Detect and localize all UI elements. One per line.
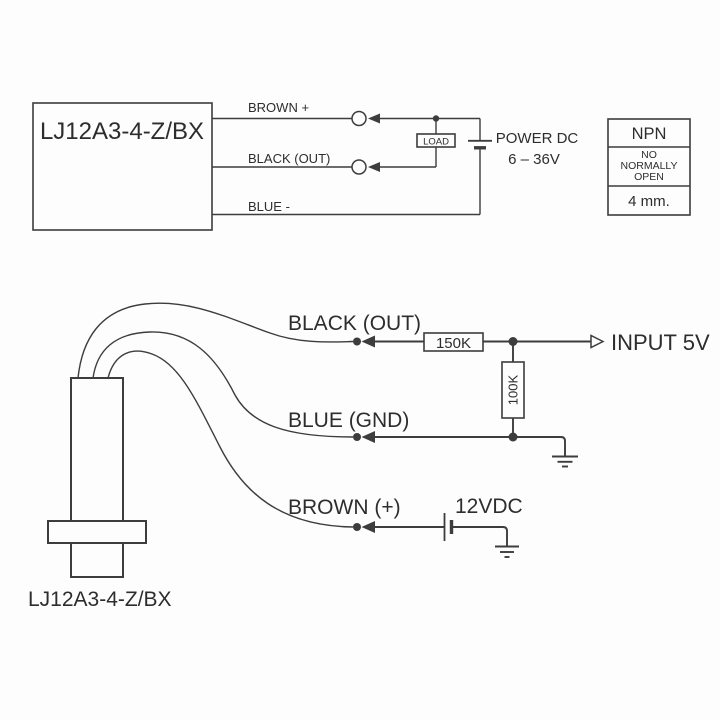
npn-mode-line-1: NO [641, 149, 657, 161]
black-arrow-icon [368, 162, 380, 172]
brown-supply-branch: BROWN (+) 12VDC [288, 495, 523, 558]
gnd-wire [375, 436, 566, 456]
blue-gnd-branch: BLUE (GND) [288, 409, 578, 468]
input-arrow-icon [590, 334, 605, 349]
black-wire-label: BLACK (OUT) [248, 151, 330, 166]
sensor-tip [70, 542, 124, 578]
black-terminal-icon [351, 159, 367, 175]
power-range-label: 6 – 36V [508, 151, 560, 168]
sensor-barrel [70, 377, 124, 522]
supply-ground-icon [495, 545, 519, 558]
bottom-wiring-drawing: LJ12A3-4-Z/BX BLACK (OUT) 150K INPUT 5V … [28, 302, 710, 611]
supply-label: 12VDC [455, 495, 523, 518]
sensor-body [47, 377, 147, 578]
black-out-branch: BLACK (OUT) 150K INPUT 5V [288, 312, 710, 355]
npn-spec-table: NPN NO NORMALLY OPEN 4 mm. [607, 118, 691, 216]
pulldown-branch: 100K [501, 341, 525, 442]
series-resistor-label: 150K [436, 335, 471, 352]
blue-wire-label: BLUE - [248, 199, 290, 214]
blue-lead-label: BLUE (GND) [288, 409, 409, 432]
npn-mode-line-2: NORMALLY [621, 160, 678, 172]
black-lead-curve [77, 302, 354, 379]
brown-terminal-icon [351, 110, 367, 127]
brown-lead-curve [107, 350, 354, 528]
npn-type-cell: NPN [632, 125, 667, 143]
input-label: INPUT 5V [611, 330, 710, 355]
blue-connector-arrow-icon [361, 431, 375, 443]
npn-mode-line-3: OPEN [634, 171, 664, 183]
blue-connector-dot [353, 433, 361, 441]
brown-connector-arrow-icon [361, 521, 375, 533]
npn-distance-cell: 4 mm. [628, 193, 670, 210]
black-connector-dot [353, 337, 361, 346]
top-schematic: LJ12A3-4-Z/BX BROWN + LOAD BLACK (OUT) B… [32, 100, 691, 231]
power-dc-label: POWER DC [496, 130, 579, 147]
black-connector-arrow-icon [361, 335, 375, 348]
brown-connector-dot [353, 523, 361, 531]
sensor-model-label: LJ12A3-4-Z/BX [28, 588, 172, 611]
brown-lead-label: BROWN (+) [288, 496, 401, 519]
black-lead-label: BLACK (OUT) [288, 312, 421, 335]
supply-wire-right [453, 526, 508, 546]
npn-table-border [607, 118, 691, 216]
pulldown-resistor-label: 100K [506, 374, 521, 405]
sensor-block-label: LJ12A3-4-Z/BX [40, 118, 204, 145]
brown-wire-label: BROWN + [248, 100, 309, 115]
gnd-ground-icon [552, 455, 578, 468]
brown-arrow-icon [368, 113, 380, 124]
load-label: LOAD [423, 137, 449, 148]
sensor-nut [47, 520, 147, 544]
blue-lead-curve [92, 331, 354, 438]
